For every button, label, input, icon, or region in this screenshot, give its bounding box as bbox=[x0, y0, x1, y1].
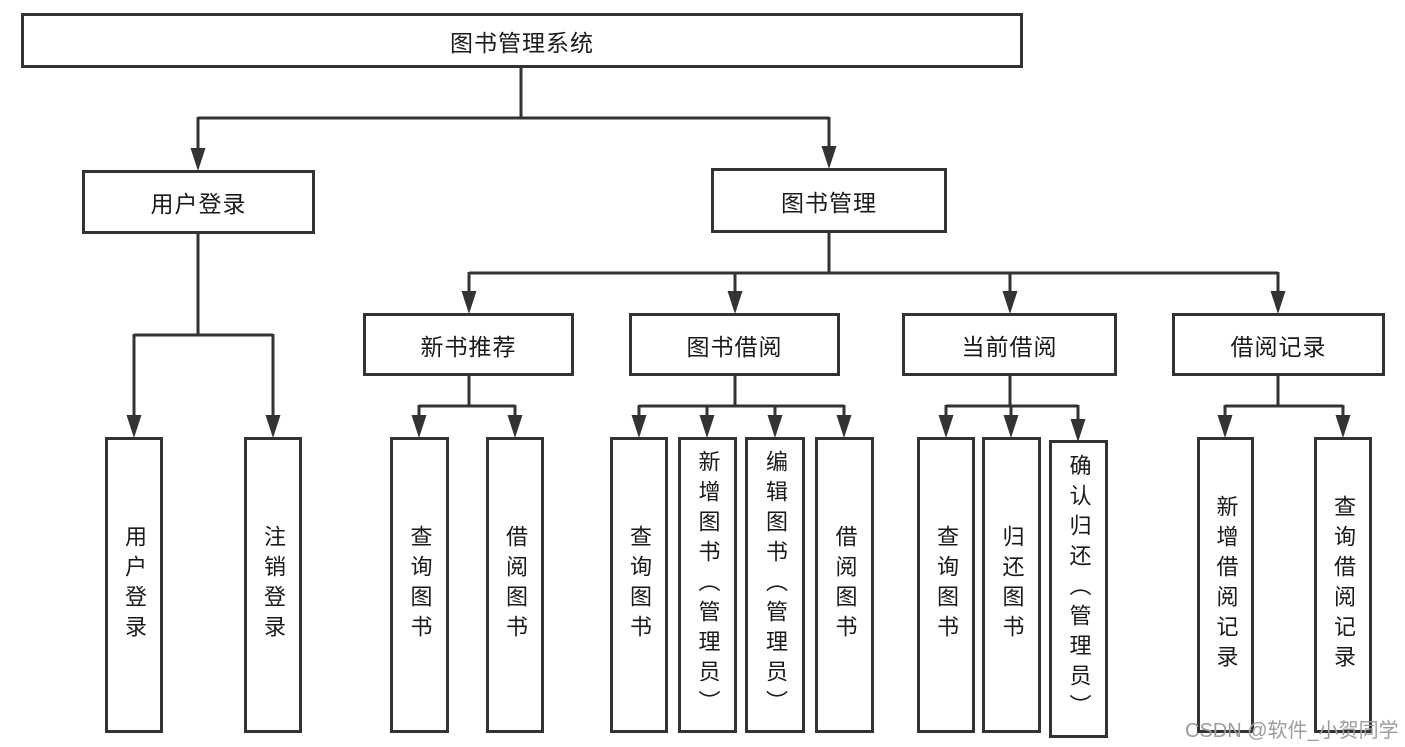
node-new-book-recommend: 新书推荐 bbox=[363, 313, 574, 376]
leaf-borrow-books-recommend: 借阅图书 bbox=[486, 437, 544, 733]
leaf-confirm-return-admin-label: 确认归还（管理员） bbox=[1066, 454, 1092, 724]
leaf-logout: 注销登录 bbox=[244, 437, 302, 733]
arrowheads-current-borrow-branch bbox=[938, 415, 1086, 442]
leaf-add-books-admin-label: 新增图书（管理员） bbox=[695, 450, 721, 720]
leaf-query-books-current-label: 查询图书 bbox=[934, 525, 959, 645]
leaf-edit-books-admin: 编辑图书（管理员） bbox=[745, 437, 805, 733]
leaf-user-login: 用户登录 bbox=[105, 437, 163, 733]
arrowheads-borrow-records-branch bbox=[1217, 415, 1351, 438]
leaf-borrow-books-recommend-label: 借阅图书 bbox=[503, 525, 528, 645]
node-root-system: 图书管理系统 bbox=[21, 13, 1023, 68]
leaf-query-books-recommend: 查询图书 bbox=[390, 437, 449, 733]
node-book-management-label: 图书管理 bbox=[781, 189, 877, 216]
leaf-query-borrow-record: 查询借阅记录 bbox=[1314, 437, 1372, 733]
node-root-system-label: 图书管理系统 bbox=[450, 29, 594, 56]
connector-user-login-branch bbox=[132, 234, 275, 418]
leaf-query-books-recommend-label: 查询图书 bbox=[407, 525, 433, 645]
leaf-return-books: 归还图书 bbox=[982, 437, 1041, 733]
arrowheads-user-login-branch bbox=[126, 415, 281, 438]
leaf-logout-label: 注销登录 bbox=[261, 525, 286, 645]
leaf-borrow-books-label: 借阅图书 bbox=[832, 525, 858, 645]
arrowheads-level2 bbox=[190, 146, 837, 171]
connector-root-to-level2 bbox=[196, 68, 831, 152]
leaf-query-books-borrowing-label: 查询图书 bbox=[627, 525, 652, 645]
leaf-query-books-current: 查询图书 bbox=[917, 437, 975, 733]
node-book-management: 图书管理 bbox=[711, 168, 947, 233]
arrowheads-book-mgmt-branch bbox=[461, 291, 1286, 314]
node-user-login: 用户登录 bbox=[82, 170, 315, 234]
connector-new-book-rec-branch bbox=[417, 376, 517, 418]
node-borrowing-records: 借阅记录 bbox=[1172, 313, 1385, 376]
leaf-query-books-borrowing: 查询图书 bbox=[610, 437, 668, 733]
csdn-watermark: CSDN @软件_小贺同学 bbox=[1185, 720, 1399, 742]
node-borrowing-records-label: 借阅记录 bbox=[1230, 333, 1327, 360]
leaf-edit-books-admin-label: 编辑图书（管理员） bbox=[763, 450, 788, 720]
leaf-query-borrow-record-label: 查询借阅记录 bbox=[1331, 495, 1356, 675]
node-new-book-recommend-label: 新书推荐 bbox=[420, 333, 517, 360]
leaf-user-login-label: 用户登录 bbox=[122, 525, 147, 645]
leaf-borrow-books: 借阅图书 bbox=[815, 437, 874, 733]
leaf-add-borrow-record-label: 新增借阅记录 bbox=[1213, 495, 1239, 675]
connector-borrow-records-branch bbox=[1223, 376, 1345, 418]
leaf-add-books-admin: 新增图书（管理员） bbox=[678, 437, 737, 733]
node-book-borrowing: 图书借阅 bbox=[629, 313, 840, 376]
arrowheads-book-borrow-branch bbox=[631, 415, 852, 438]
connector-book-mgmt-branch bbox=[467, 233, 1280, 294]
node-current-borrowing-label: 当前借阅 bbox=[961, 333, 1058, 360]
connector-book-borrow-branch bbox=[637, 376, 846, 418]
leaf-add-borrow-record: 新增借阅记录 bbox=[1197, 437, 1254, 733]
arrowheads-new-book-rec-branch bbox=[411, 415, 523, 438]
leaf-confirm-return-admin: 确认归还（管理员） bbox=[1049, 440, 1108, 738]
node-user-login-label: 用户登录 bbox=[150, 191, 247, 217]
node-current-borrowing: 当前借阅 bbox=[902, 313, 1117, 376]
node-book-borrowing-label: 图书借阅 bbox=[686, 333, 783, 360]
leaf-return-books-label: 归还图书 bbox=[999, 525, 1025, 645]
